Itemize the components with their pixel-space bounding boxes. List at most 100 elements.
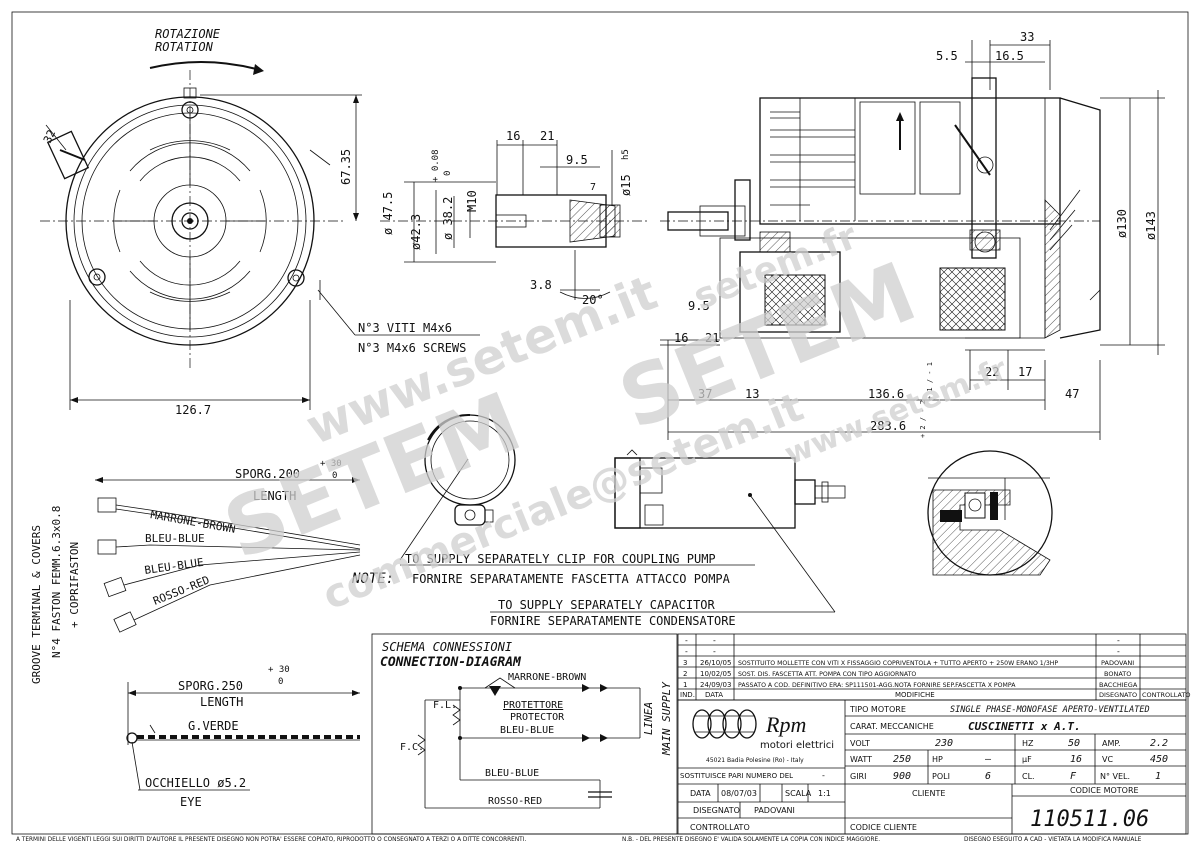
hp-label: HP [932, 755, 943, 764]
dim-9-5b: 9.5 [688, 299, 710, 313]
codice-motore-label: CODICE MOTORE [1070, 786, 1139, 795]
dim-d38-2: ø 38.2 [441, 197, 455, 240]
footer-copyright: A TERMINI DELLE VIGENTI LEGGI SUI DIRITT… [16, 837, 526, 843]
volt-label: VOLT [850, 739, 870, 748]
rev-header-data: DATA [705, 691, 723, 699]
dim-21b: 21 [705, 331, 719, 345]
dim-67-35: 67.35 [339, 149, 353, 185]
dim-37: 37 [698, 387, 712, 401]
schema-protettore: PROTETTORE [503, 700, 563, 711]
hp-value: — [985, 754, 992, 765]
hz-value: 50 [1068, 738, 1080, 749]
cl-label: CL. [1022, 772, 1035, 781]
side-label-faston: N°4 FASTON FEMM.6.3x0.8 [50, 506, 63, 658]
schema-bleu: BLEU-BLUE [500, 725, 554, 736]
rev-empty-1-date: - [712, 636, 717, 645]
lead-length-2: LENGTH [200, 695, 243, 709]
schema-rosso: ROSSO-RED [488, 796, 542, 807]
scala-label: SCALA [785, 789, 812, 798]
rotation-arrow [149, 60, 264, 75]
dim-d42-3: ø42.3 [409, 214, 423, 250]
data-label: DATA [690, 789, 711, 798]
clip-detail [424, 413, 516, 526]
lead-sporg-250-tol-zero: 0 [278, 677, 283, 687]
footer-note: N.B. - DEL PRESENTE DISEGNO E' VALIDA SO… [622, 837, 880, 843]
dim-m10: M10 [465, 190, 479, 212]
poli-label: POLI [932, 772, 950, 781]
rev-empty-2-date: - [712, 647, 717, 656]
uf-value: 16 [1070, 754, 1082, 765]
vc-value: 450 [1150, 754, 1168, 765]
watt-label: WATT [850, 755, 872, 764]
dim-136-6-tol: + 1 / - 1 [926, 362, 934, 400]
company-address: 45021 Badia Polesine (Ro) - Italy [706, 757, 804, 764]
lead-sporg-200: SPORG.200 [235, 467, 300, 481]
schema-bleu-2: BLEU-BLUE [485, 768, 539, 779]
dim-16-5: 16.5 [995, 49, 1024, 63]
front-dimensions [45, 94, 362, 410]
lead-sporg-250: SPORG.250 [178, 679, 243, 693]
side-dimensions [660, 40, 1165, 440]
capacitor-detail [614, 449, 846, 529]
dim-126-7: 126.7 [175, 403, 211, 417]
dim-d42-3-tol-plus: + 0.08 [431, 149, 441, 182]
dim-d143: ø143 [1144, 211, 1158, 240]
note-clip-en: TO SUPPLY SEPARATELY CLIP FOR COUPLING P… [405, 552, 716, 566]
revision-table [677, 633, 1187, 701]
rotation-label-it: ROTAZIONE [155, 27, 221, 41]
dim-d15: ø15 [619, 174, 633, 196]
dim-33: 33 [1020, 30, 1034, 44]
schema-fc: F.C. [400, 742, 424, 753]
dim-17: 17 [1018, 365, 1032, 379]
rev-row-n: 2 [683, 670, 687, 678]
screws-label-en: N°3 M4x6 SCREWS [358, 341, 466, 355]
lead-sporg-200-tol-zero: 0 [332, 471, 337, 481]
rev-header-disegnato: DISEGNATO [1099, 691, 1137, 699]
uf-label: µF [1022, 755, 1032, 764]
note-cap-en: TO SUPPLY SEPARATELY CAPACITOR [498, 598, 716, 612]
tipo-motore-label: TIPO MOTORE [849, 705, 906, 714]
sostituisce-value: - [822, 771, 825, 780]
bearing-detail [927, 450, 1053, 576]
cl-value: F [1070, 771, 1077, 782]
rev-row-drawn: PADOVANI [1101, 659, 1134, 667]
dim-21: 21 [540, 129, 554, 143]
screws-label-it: N°3 VITI M4x6 [358, 321, 452, 335]
giri-label: GIRI [850, 772, 866, 781]
dim-47: 47 [1065, 387, 1079, 401]
rev-row-drawn: BONATO [1104, 670, 1131, 678]
giri-value: 900 [893, 771, 911, 782]
dim-32: 32 [41, 128, 58, 146]
lead-sporg-200-tol-plus: + 30 [320, 459, 342, 469]
rev-row-date: 24/09/03 [700, 681, 731, 689]
rev-header-ind: IND. [680, 691, 695, 699]
dim-d42-3-tol-zero: 0 [443, 171, 453, 176]
hz-label: HZ [1022, 739, 1034, 748]
disegnato-value: PADOVANI [754, 806, 795, 815]
codice-cliente-label: CODICE CLIENTE [850, 823, 917, 832]
footer-cad: DISEGNO ESEGUITO A CAD - VIETATA LA MODI… [964, 837, 1142, 843]
amp-label: AMP. [1102, 739, 1121, 748]
dim-16: 16 [506, 129, 520, 143]
rev-header-controllato: CONTROLLATO [1142, 691, 1191, 699]
lead-bleu-2: BLEU-BLUE [144, 556, 205, 577]
dim-13: 13 [745, 387, 759, 401]
dim-136-6: 136.6 [868, 387, 904, 401]
rev-empty-1-n: - [684, 636, 689, 645]
rev-row-drawn: BACCHIEGA [1099, 681, 1138, 689]
rev-row-date: 26/10/05 [700, 659, 731, 667]
rev-empty-2-n: - [684, 647, 689, 656]
dim-3-8: 3.8 [530, 278, 552, 292]
cliente-label: CLIENTE [912, 789, 945, 798]
carat-label: CARAT. MECCANICHE [850, 722, 934, 731]
rev-row-text: PASSATO A COD. DEFINITIVO ERA: SP111501-… [738, 682, 1016, 689]
shaft-detail [380, 140, 650, 300]
side-label-coprifaston: + COPRIFASTON [68, 542, 81, 628]
dim-283-6: 283.6 [870, 419, 906, 433]
rev-row-text: SOSTITUITO MOLLETTE CON VITI X FISSAGGIO… [738, 660, 1058, 667]
dim-5-5: 5.5 [936, 49, 958, 63]
dim-7: 7 [590, 182, 596, 193]
lead-rosso: ROSSO-RED [151, 573, 211, 607]
side-label-groove: GROOVE TERMINAL & COVERS [30, 525, 43, 684]
